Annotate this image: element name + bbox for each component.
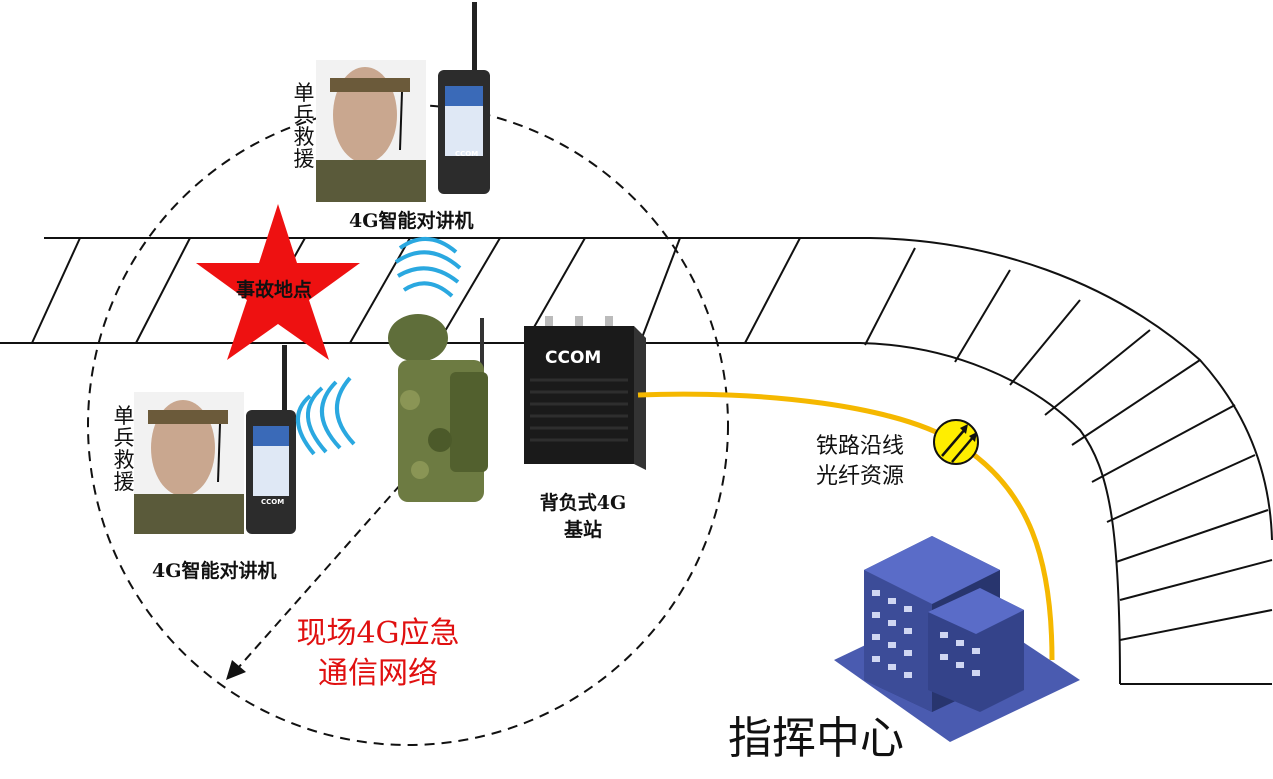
base-station-brand-logo: CCOM xyxy=(545,348,602,368)
base-station-label: 背负式4G 基站 xyxy=(533,488,633,542)
walkie-talkie-bottom-brand-logo: CCOM xyxy=(261,498,285,506)
command-center-building xyxy=(834,536,1080,742)
fiber-node-icon xyxy=(933,419,979,465)
rescuer-bottom xyxy=(134,392,244,534)
fiber-label-line2: 光纤资源 xyxy=(816,464,905,489)
fiber-label-line1: 铁路沿线 xyxy=(816,434,905,459)
accident-site-label: 事故地点 xyxy=(236,279,313,301)
network-label-line2: 通信网络 xyxy=(318,656,438,691)
radio-waves-top xyxy=(394,236,462,298)
walkie-talkie-top-brand-logo: CCOM xyxy=(455,150,479,158)
base-station-icon xyxy=(524,316,646,470)
coverage-circle xyxy=(87,104,729,746)
walkie-talkie-top-label: 4G智能对讲机 xyxy=(349,210,474,232)
radio-waves-bottom xyxy=(295,376,356,456)
base-station-label-line1: 背负式4G xyxy=(539,492,627,514)
base-station-label-line2: 基站 xyxy=(563,519,602,541)
fiber-label: 铁路沿线 光纤资源 xyxy=(816,432,904,492)
railway-ties xyxy=(31,237,1273,641)
rescuer-top xyxy=(316,60,426,202)
soldier-icon xyxy=(388,314,488,502)
walkie-talkie-top xyxy=(438,2,490,194)
rescuer-bottom-label: 单兵救援 xyxy=(113,404,135,494)
walkie-talkie-bottom-label: 4G智能对讲机 xyxy=(152,560,277,582)
command-center-label: 指挥中心 xyxy=(728,713,904,764)
walkie-talkie-bottom xyxy=(246,345,296,534)
rescuer-top-label: 单兵救援 xyxy=(293,81,315,171)
accident-star xyxy=(196,204,360,360)
railway-track xyxy=(0,237,1273,685)
network-label: 现场4G应急 通信网络 xyxy=(288,614,468,694)
network-label-line1: 现场4G应急 xyxy=(296,616,460,651)
